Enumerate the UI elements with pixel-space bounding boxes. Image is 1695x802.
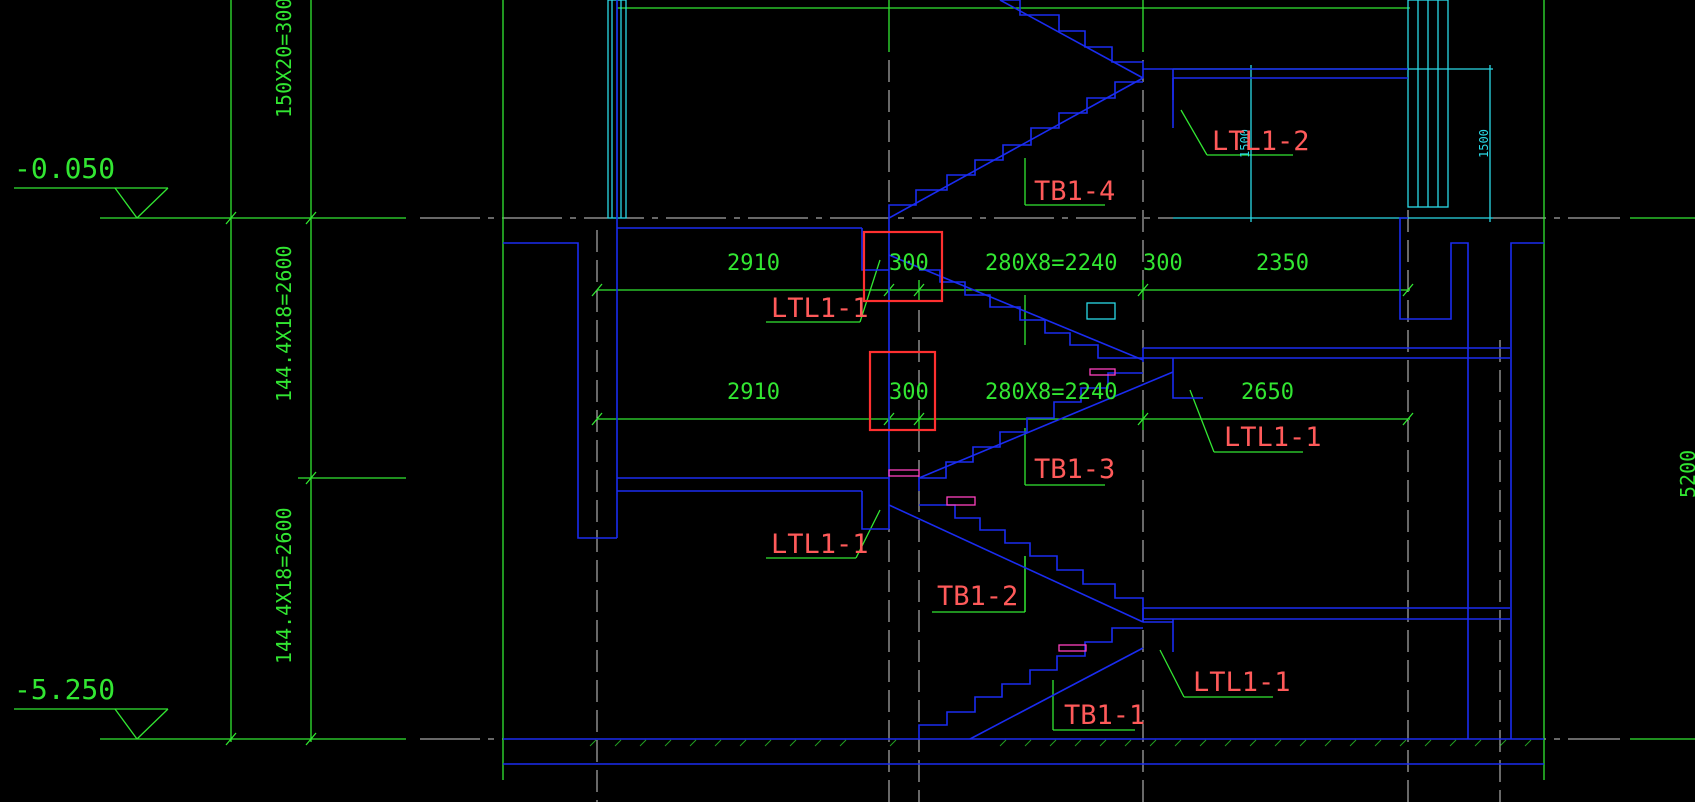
vdim-upper: 150X20=3000 — [272, 0, 296, 118]
highlight-box-lower — [868, 350, 937, 432]
label-ltl1-1-right-mid: LTL1-1 — [1224, 422, 1322, 453]
row1-dim-c: 280X8=2240 — [985, 251, 1117, 276]
row1-dim-b: 300 — [889, 251, 929, 276]
label-ltl1-1-upper: LTL1-1 — [771, 293, 869, 324]
vdim-right: 5200 — [1676, 450, 1695, 498]
label-tb1-2: TB1-2 — [937, 581, 1018, 612]
label-ltl1-1-left-low: LTL1-1 — [771, 529, 869, 560]
label-tb1-1: TB1-1 — [1064, 700, 1145, 731]
level-top: -0.050 — [14, 152, 115, 185]
right-dim-inner: 1500 — [1238, 129, 1252, 158]
highlight-box-upper — [862, 230, 944, 303]
right-dim-outer: 1500 — [1477, 129, 1491, 158]
row2-dim-c: 280X8=2240 — [985, 380, 1117, 405]
structure-outline — [503, 0, 1544, 765]
label-ltl1-1-right-low: LTL1-1 — [1193, 667, 1291, 698]
row1-dim-a: 2910 — [727, 251, 780, 276]
label-tb1-3: TB1-3 — [1034, 454, 1115, 485]
row2-dim-a: 2910 — [727, 380, 780, 405]
row1-dim-e: 2350 — [1256, 251, 1309, 276]
ground-hatch — [589, 739, 1532, 747]
row2-dim-b: 300 — [889, 380, 929, 405]
dimension-frame — [14, 0, 1695, 780]
vdim-middle: 144.4X18=2600 — [272, 245, 296, 402]
vdim-lower: 144.4X18=2600 — [272, 507, 296, 664]
row1-dim-d: 300 — [1143, 251, 1183, 276]
level-bottom: -5.250 — [14, 673, 115, 706]
label-ltl1-2: LTL1-2 — [1212, 126, 1310, 157]
label-tb1-4: TB1-4 — [1034, 176, 1115, 207]
row2-dim-d: 2650 — [1241, 380, 1294, 405]
rebar-marks — [888, 368, 1116, 652]
